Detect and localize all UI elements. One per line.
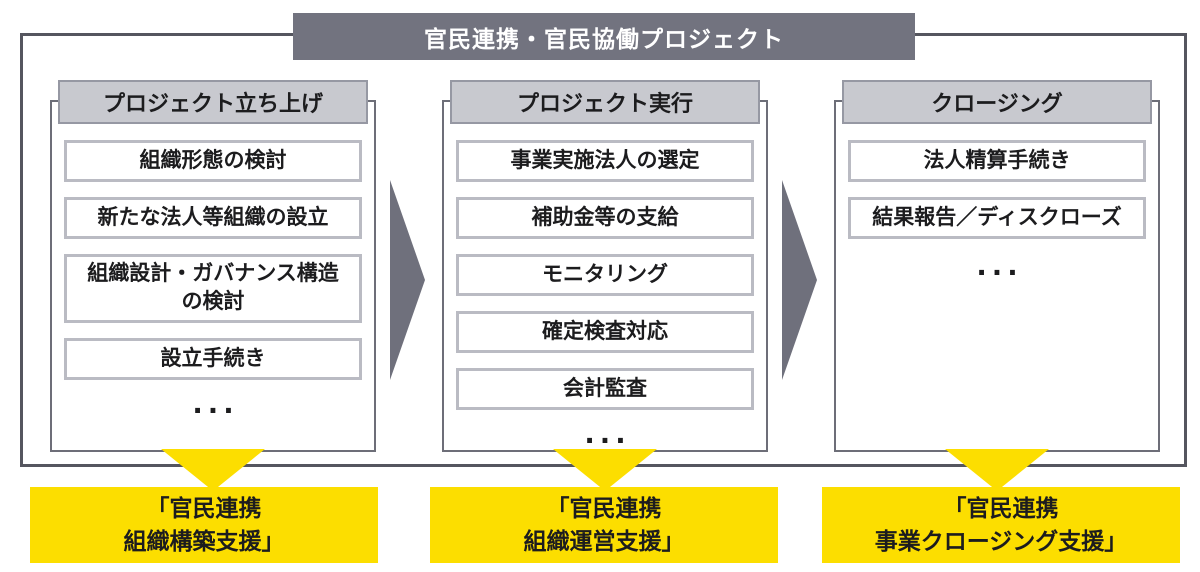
task-item: 組織設計・ガバナンス構造 の検討 — [64, 254, 362, 323]
phase-header-launch: プロジェクト立ち上げ — [58, 80, 368, 124]
down-arrow-icon — [161, 449, 265, 491]
support-label-business-closing: 「官民連携 事業クロージング支援」 — [822, 487, 1180, 563]
task-item: 補助金等の支給 — [456, 197, 754, 239]
phase-header-execution: プロジェクト実行 — [450, 80, 760, 124]
phase-column-launch: プロジェクト立ち上げ 組織形態の検討 新たな法人等組織の設立 組織設計・ガバナン… — [50, 80, 376, 452]
phase-column-execution: プロジェクト実行 事業実施法人の選定 補助金等の支給 モニタリング 確定検査対応… — [442, 80, 768, 452]
project-title-banner: 官民連携・官民協働プロジェクト — [293, 13, 915, 60]
ellipsis-dots: ... — [584, 413, 632, 451]
support-label-org-building: 「官民連携 組織構築支援」 — [30, 487, 378, 563]
task-item: 設立手続き — [64, 337, 362, 380]
task-item: 会計監査 — [456, 368, 754, 410]
task-item: 法人精算手続き — [848, 140, 1146, 182]
task-item: モニタリング — [456, 254, 754, 296]
phase-header-closing: クロージング — [842, 80, 1152, 124]
task-item: 確定検査対応 — [456, 311, 754, 353]
task-item: 組織形態の検討 — [64, 140, 362, 182]
task-item: 新たな法人等組織の設立 — [64, 197, 362, 239]
down-arrow-icon — [945, 449, 1049, 491]
phase-column-closing: クロージング 法人精算手続き 結果報告／ディスクローズ ... — [834, 80, 1160, 452]
ellipsis-dots: ... — [976, 245, 1024, 283]
down-arrow-icon — [553, 449, 657, 491]
task-item: 事業実施法人の選定 — [456, 140, 754, 182]
support-label-org-operation: 「官民連携 組織運営支援」 — [430, 487, 778, 563]
task-item: 結果報告／ディスクローズ — [848, 197, 1146, 239]
ellipsis-dots: ... — [192, 382, 240, 421]
